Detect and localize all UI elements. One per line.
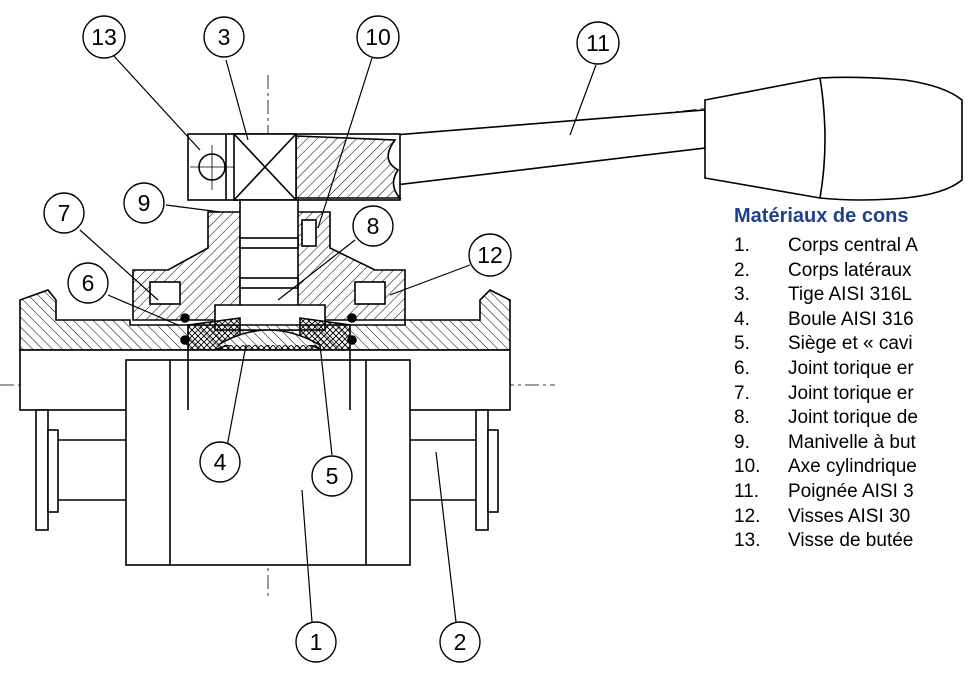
item-number: 5. — [734, 333, 750, 355]
handle — [331, 76, 963, 201]
callout-2: 2 — [439, 621, 481, 663]
item-number: 12. — [734, 505, 761, 527]
callout-7: 7 — [43, 192, 85, 234]
item-text: Corps central A — [788, 235, 918, 256]
list-item: 2. Corps latéraux — [734, 259, 969, 284]
item-number: 7. — [734, 382, 750, 404]
item-text: Tige AISI 316L — [788, 284, 912, 306]
callout-5: 5 — [311, 455, 353, 497]
list-item: 12. Visses AISI 30 — [734, 505, 969, 530]
callout-1: 1 — [295, 621, 337, 663]
item-number: 10. — [734, 456, 761, 478]
list-item: 8. Joint torique de — [734, 406, 969, 431]
callout-12: 12 — [468, 233, 512, 277]
callout-6: 6 — [67, 262, 109, 304]
item-number: 1. — [734, 235, 750, 256]
list-item: 7. Joint torique er — [734, 382, 969, 407]
item-text: Siège et « cavi — [788, 333, 913, 355]
item-number: 4. — [734, 308, 750, 330]
callout-label: 4 — [214, 449, 227, 475]
callout-13: 13 — [82, 15, 126, 59]
materials-panel: Matériaux de cons 1. Corps central A 2. Co… — [734, 204, 969, 673]
list-item: 4. Boule AISI 316 — [734, 308, 969, 333]
callouts: 13 3 10 11 9 7 8 12 6 4 5 1 2 — [43, 15, 620, 663]
leader-lines — [79, 54, 597, 623]
item-number: 11. — [734, 480, 760, 502]
item-text: Joint torique er — [788, 382, 914, 404]
callout-label: 8 — [367, 213, 380, 239]
item-text: Axe cylindrique — [788, 456, 917, 478]
callout-label: 5 — [326, 463, 339, 489]
item-number: 3. — [734, 284, 750, 306]
list-item: 9. Manivelle à but — [734, 431, 969, 456]
callout-label: 9 — [138, 190, 151, 216]
item-text: Joint torique er — [788, 357, 914, 379]
materials-list: 1. Corps central A 2. Corps latéraux 3. Tig… — [734, 234, 969, 554]
crank-hub — [187, 133, 402, 201]
list-item: 1. Corps central A — [734, 234, 969, 259]
item-text: Poignée AISI 3 — [788, 480, 914, 502]
item-text: Manivelle à but — [788, 431, 916, 453]
item-text: Corps latéraux — [788, 259, 912, 281]
callout-label: 13 — [91, 24, 117, 50]
callout-label: 12 — [477, 242, 503, 268]
list-item: 5. Siège et « cavi — [734, 332, 969, 357]
callout-8: 8 — [352, 205, 394, 247]
item-number: 8. — [734, 407, 750, 429]
item-number: 13. — [734, 530, 761, 552]
materials-title: Matériaux de cons — [734, 205, 909, 227]
callout-4: 4 — [199, 441, 241, 483]
callout-label: 1 — [310, 629, 323, 655]
list-item: 13. Visse de butée — [734, 529, 969, 554]
item-number: 6. — [734, 357, 750, 379]
callout-label: 10 — [365, 24, 391, 50]
callout-label: 2 — [454, 629, 467, 655]
callout-label: 3 — [218, 24, 231, 50]
item-text: Boule AISI 316 — [788, 308, 914, 330]
callout-10: 10 — [356, 15, 400, 59]
callout-9: 9 — [123, 182, 165, 224]
item-text: Joint torique de — [788, 407, 918, 429]
list-item: 10. Axe cylindrique — [734, 455, 969, 480]
callout-11: 11 — [576, 21, 620, 65]
callout-3: 3 — [203, 16, 245, 58]
list-item: 6. Joint torique er — [734, 357, 969, 382]
list-item: 3. Tige AISI 316L — [734, 283, 969, 308]
callout-label: 6 — [82, 270, 95, 296]
callout-label: 7 — [58, 200, 71, 226]
valve-body — [19, 289, 511, 566]
item-number: 2. — [734, 259, 750, 281]
item-text: Visse de butée — [788, 530, 914, 552]
list-item: 11. Poignée AISI 3 — [734, 480, 969, 505]
callout-label: 11 — [586, 30, 610, 56]
item-text: Visses AISI 30 — [788, 505, 911, 527]
item-number: 9. — [734, 431, 750, 453]
